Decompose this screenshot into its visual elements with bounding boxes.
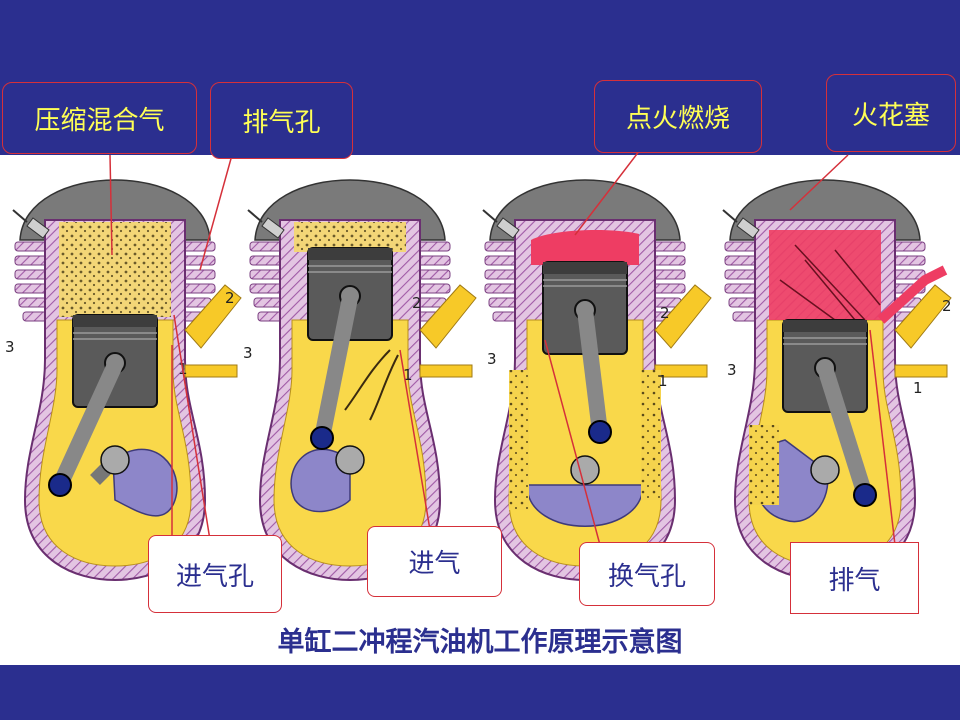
- part-number-2: 2: [660, 304, 670, 322]
- engine-exhaust: [722, 179, 952, 581]
- label-exhaust-port: 排气孔: [210, 82, 353, 159]
- diagram-caption: 单缸二冲程汽油机工作原理示意图: [277, 627, 683, 658]
- label-transfer-port: 换气孔: [579, 542, 715, 606]
- label-intake-port: 进气孔: [148, 535, 282, 613]
- part-number-3: 3: [487, 350, 497, 368]
- bottom-band: [0, 665, 960, 720]
- part-number-3: 3: [727, 361, 737, 379]
- label-spark-plug: 火花塞: [826, 74, 956, 152]
- engine-ignition: [482, 179, 712, 581]
- label-ignition-combustion: 点火燃烧: [594, 80, 762, 153]
- part-number-1: 1: [658, 372, 668, 390]
- part-number-3: 3: [243, 344, 253, 362]
- label-intake: 进气: [367, 526, 502, 597]
- part-number-1: 1: [913, 379, 923, 397]
- part-number-2: 2: [225, 289, 235, 307]
- label-compressed-mixture: 压缩混合气: [2, 82, 197, 154]
- engine-intake: [247, 179, 477, 581]
- engine-compression: [12, 179, 242, 581]
- part-number-2: 2: [412, 294, 422, 312]
- part-number-1: 1: [403, 366, 413, 384]
- part-number-2: 2: [942, 297, 952, 315]
- callout-leaders: [109, 149, 896, 546]
- label-exhaust: 排气: [790, 542, 919, 614]
- part-number-3: 3: [5, 338, 15, 356]
